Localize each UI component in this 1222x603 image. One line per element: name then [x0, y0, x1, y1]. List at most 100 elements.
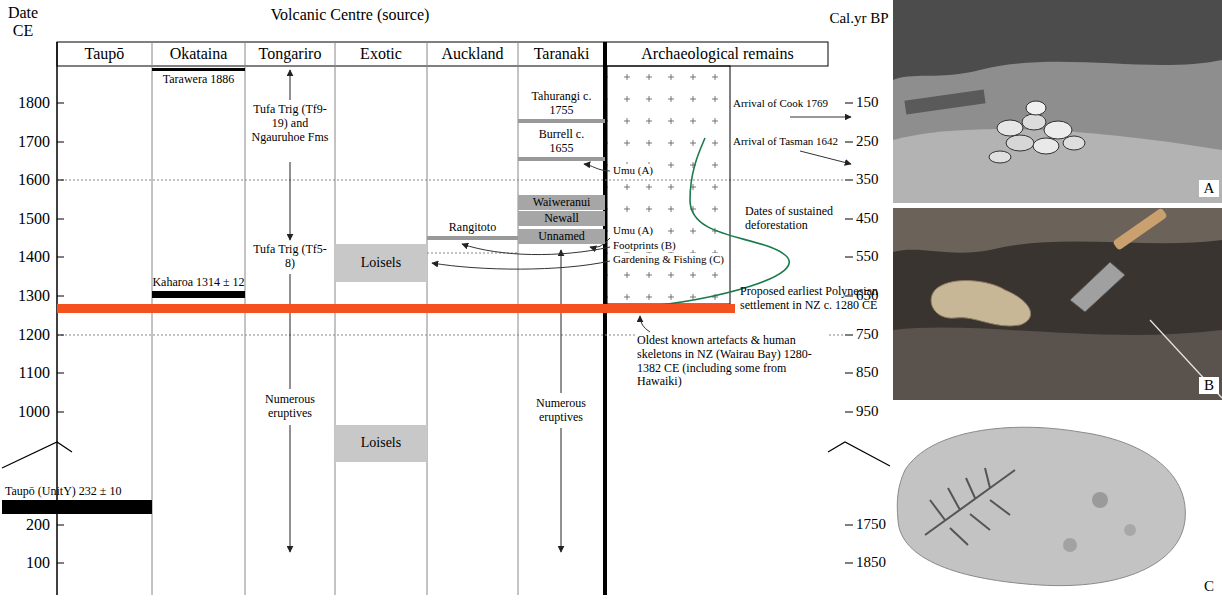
tephra-bar: Taupō (UnitY) 232 ± 10	[2, 500, 152, 514]
tick-marks	[845, 219, 853, 220]
tick-marks	[57, 219, 64, 220]
photo-a	[1063, 136, 1085, 150]
axis-tick: 1750	[856, 516, 892, 533]
axis-title: Date CE	[0, 4, 46, 41]
axis-tick: 1600	[0, 171, 50, 189]
photo-b	[893, 208, 1222, 400]
tephra-band: Loisels	[335, 244, 427, 282]
photo-a	[1044, 121, 1072, 139]
photo-c	[1063, 538, 1077, 552]
tick-marks	[845, 373, 853, 374]
tephra-label: Loisels	[361, 255, 401, 271]
tephra-label: Tahurangi c. 1755	[532, 90, 592, 118]
tick-marks	[57, 103, 853, 563]
photo-a	[997, 120, 1023, 136]
photo-b	[1070, 262, 1125, 312]
axis-tick: 1000	[0, 403, 50, 421]
leader-arrows	[462, 244, 610, 255]
figure-heading: Volcanic Centre (source)	[200, 6, 500, 24]
photo-b	[893, 328, 1222, 400]
evidence-label: Umu (A)	[612, 164, 654, 177]
eruption-arrows	[290, 274, 291, 389]
eruption-arrows	[561, 428, 562, 552]
column-header: Archaeological remains	[607, 45, 828, 63]
column-header: Taupō	[57, 45, 152, 63]
tick-marks	[57, 257, 64, 258]
event-note: Arrival of Cook 1769	[733, 97, 828, 110]
photo-letter: C	[1199, 578, 1219, 595]
axis-tick: 750	[856, 326, 892, 343]
tick-marks	[845, 335, 853, 336]
photo-b	[931, 281, 1031, 326]
axis-tick: 1850	[856, 554, 892, 571]
photo-a	[893, 0, 1222, 203]
eruption-arrows	[561, 250, 562, 393]
tephra-bar: Burrell c. 1655	[518, 157, 605, 161]
photo-c	[893, 405, 1222, 603]
leader-arrows	[640, 316, 650, 332]
column-header: Tongariro	[245, 45, 335, 63]
event-note: Dates of sustained deforestation	[745, 205, 841, 233]
axis-title: Cal.yr BP	[826, 10, 892, 27]
eruption-arrows	[290, 425, 291, 552]
divider-line	[603, 42, 607, 595]
leader-arrows	[790, 117, 851, 118]
axis-tick: 250	[856, 133, 892, 150]
column-header: Auckland	[427, 45, 518, 63]
tephra-band: Loisels	[335, 425, 427, 462]
photo-c	[925, 468, 1015, 545]
photo-c	[893, 405, 1222, 603]
event-note: Oldest known artefacts & human skeletons…	[636, 334, 828, 389]
tephra-band: Unnamed	[518, 229, 605, 244]
axis-tick: 850	[856, 364, 892, 381]
tick-marks	[57, 373, 64, 374]
tephra-label: Kaharoa 1314 ± 12	[152, 276, 244, 290]
tephra-bar: Tahurangi c. 1755	[518, 119, 605, 123]
photo-a	[1026, 101, 1046, 115]
eruption-arrows	[290, 162, 291, 240]
column-lines	[152, 42, 518, 595]
formation-note: Numerous eruptives	[521, 397, 601, 425]
column-lines	[518, 42, 519, 595]
column-header: Exotic	[335, 45, 427, 63]
tick-marks	[57, 142, 64, 143]
tephra-label: Burrell c. 1655	[532, 128, 592, 156]
photo-c	[1092, 492, 1108, 508]
photo-a	[989, 151, 1011, 163]
axis-tick: 1700	[0, 133, 50, 151]
formation-note: Tufa Trig (Tf9-19) and Ngauruhoe Fms	[250, 103, 330, 144]
axis-break	[828, 442, 890, 466]
photo-a	[893, 129, 1222, 203]
tephra-label: Waiweranui	[533, 196, 591, 210]
archaeology-hatch	[607, 66, 730, 304]
leader-arrows	[800, 151, 851, 164]
photo-a	[893, 0, 1222, 203]
photo-a	[1006, 135, 1034, 151]
leader-arrows	[584, 164, 610, 171]
evidence-label: Footprints (B)	[612, 239, 677, 252]
eruption-arrows	[290, 70, 291, 100]
axis-tick: 1800	[0, 94, 50, 112]
tick-marks	[57, 525, 64, 526]
tephra-label: Taupō (UnitY) 232 ± 10	[5, 485, 121, 499]
photo-b	[1150, 320, 1222, 398]
axis-tick: 950	[856, 403, 892, 420]
axis-tick: 550	[856, 248, 892, 265]
tick-marks	[57, 180, 64, 181]
tick-marks	[845, 563, 853, 564]
leader-arrows	[432, 261, 610, 269]
tephra-label: Newall	[544, 212, 579, 226]
tephra-band: Waiweranui	[518, 195, 605, 210]
tephra-band: Newall	[518, 211, 605, 226]
tick-marks	[845, 180, 853, 181]
tick-marks	[845, 257, 853, 258]
tephra-bar: Kaharoa 1314 ± 12	[152, 291, 245, 298]
axis-tick: 200	[0, 516, 50, 534]
photo-b	[893, 207, 1222, 400]
photo-a	[904, 90, 985, 115]
tephra-label: Loisels	[361, 435, 401, 451]
photo-b	[1112, 207, 1167, 250]
column-lines	[427, 42, 428, 595]
